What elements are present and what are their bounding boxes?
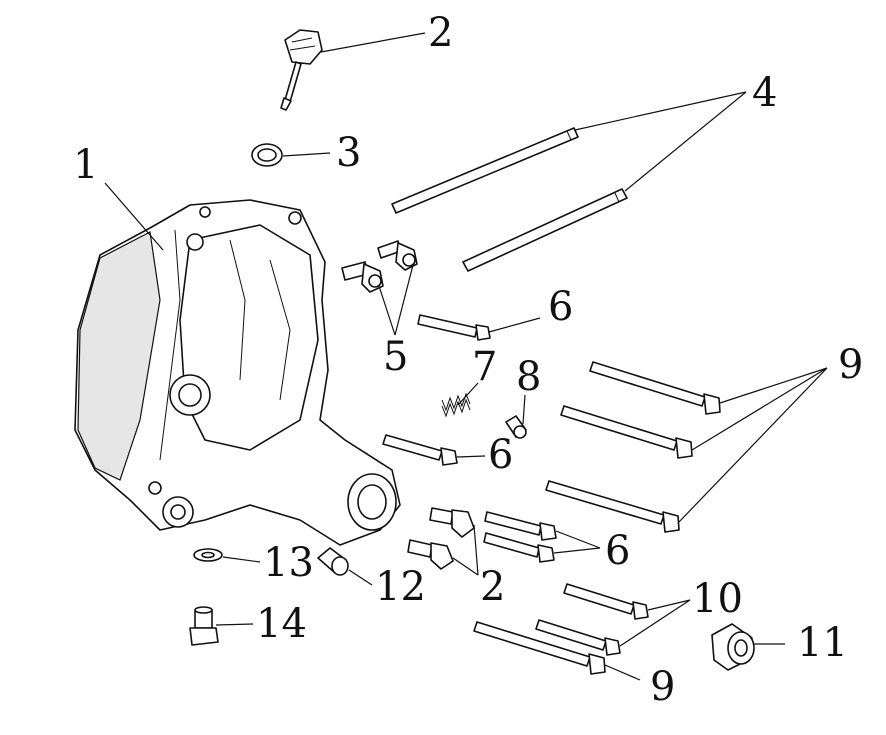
flange-bolt-6-middle — [382, 434, 458, 466]
callout-3: 3 — [336, 130, 361, 176]
callout-11: 11 — [797, 620, 848, 666]
o-ring — [251, 143, 283, 167]
callout-6-lower: 6 — [605, 528, 630, 574]
callout-labels: 1 2 3 4 5 6 7 8 6 9 6 2 10 11 12 13 14 9 — [73, 10, 863, 710]
callout-6-upper: 6 — [548, 284, 573, 330]
callout-1: 1 — [73, 142, 98, 188]
hollow-bolt-2-lower — [407, 539, 454, 570]
callout-14: 14 — [256, 601, 307, 647]
callout-13: 13 — [263, 540, 314, 586]
dowel-bolt-upper — [377, 240, 418, 271]
bushing — [711, 623, 755, 671]
flange-bolt-6-lower-b — [483, 532, 555, 563]
dowel-bolt-lower — [341, 261, 384, 293]
drain-plug — [189, 606, 219, 646]
spring — [441, 392, 471, 418]
callout-12: 12 — [375, 564, 426, 610]
long-bolt-9-b — [560, 405, 693, 459]
dipstick-top — [280, 29, 323, 111]
hollow-bolt-2-upper — [429, 507, 475, 538]
crankcase-housing — [74, 199, 401, 546]
sleeve-small — [505, 415, 527, 439]
long-bolt-9-a — [589, 361, 721, 415]
callout-7: 7 — [472, 344, 497, 390]
bolt-10-upper — [563, 583, 649, 620]
callout-6-middle: 6 — [488, 432, 513, 478]
callout-4: 4 — [752, 70, 777, 116]
washer — [193, 548, 223, 562]
callout-2-lower: 2 — [480, 564, 505, 610]
flange-bolt-6-lower-a — [484, 511, 557, 541]
dowel-sleeve — [317, 547, 349, 576]
callout-5: 5 — [383, 334, 408, 380]
flange-bolt-6-upper — [417, 314, 491, 341]
long-bolt-9-c — [545, 480, 680, 533]
callout-8: 8 — [516, 354, 541, 400]
stud-lower — [462, 188, 628, 272]
callout-10: 10 — [692, 576, 743, 622]
long-bolt-9-d — [473, 621, 606, 675]
leader-lines — [104, 32, 828, 681]
callout-9-lower: 9 — [650, 664, 675, 710]
stud-upper — [391, 127, 579, 214]
bolt-10-lower — [535, 619, 621, 656]
callout-2-top: 2 — [428, 10, 453, 56]
callout-9-upper: 9 — [838, 342, 863, 388]
